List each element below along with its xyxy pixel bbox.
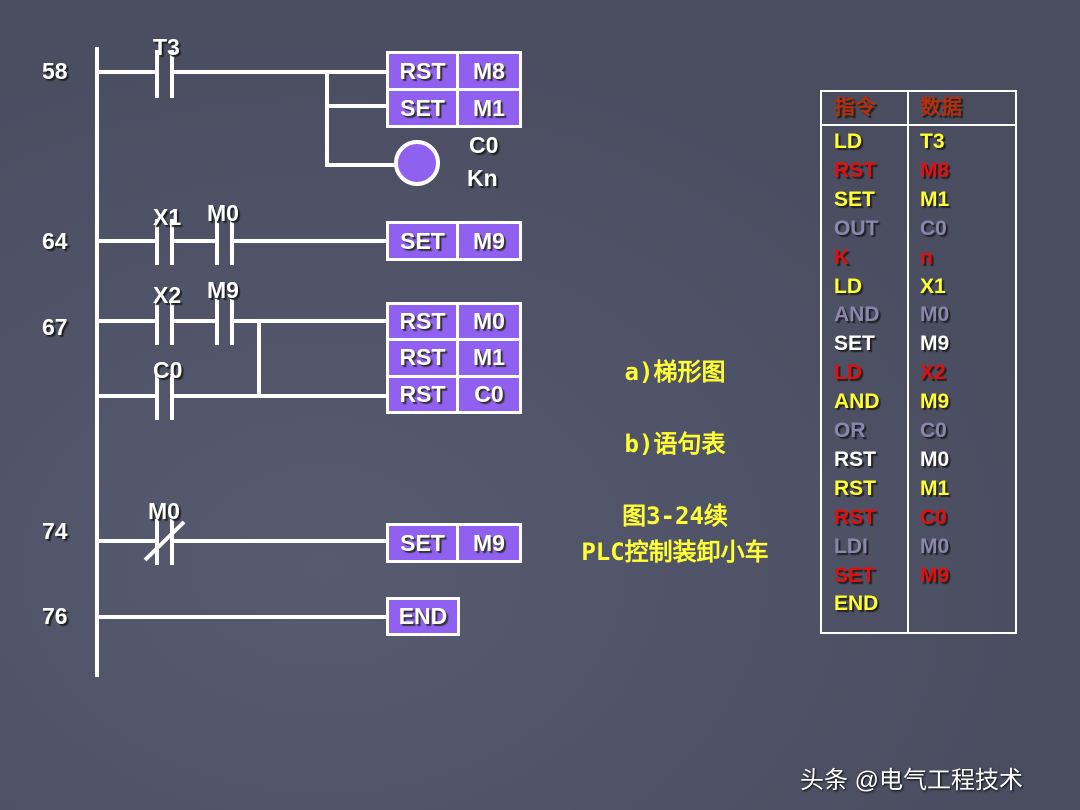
- caption-statement: b)语句表: [624, 430, 726, 458]
- table-instruction: RST: [834, 447, 876, 471]
- table-instruction: SET: [834, 332, 875, 356]
- table-data: M0: [920, 447, 950, 471]
- contact-label: M0: [148, 498, 180, 524]
- table-instruction: LD: [834, 361, 862, 385]
- operand: M9: [459, 224, 519, 258]
- contact-label: X2: [153, 282, 182, 308]
- coil-constant: Kn: [467, 165, 498, 191]
- rung-number: 74: [42, 518, 68, 544]
- table-data: X1: [920, 274, 946, 298]
- contact-label: C0: [153, 357, 183, 383]
- watermark: 头条 @电气工程技术: [800, 767, 1024, 794]
- end-box: END: [386, 597, 460, 636]
- operand: M0: [459, 305, 519, 339]
- counter-coil-c0: [394, 140, 440, 186]
- table-data: M0: [920, 534, 950, 558]
- operand: M1: [459, 341, 519, 375]
- coil-label: C0: [469, 132, 499, 158]
- figure-number: 图3-24续: [622, 502, 728, 530]
- contact-label: X1: [153, 204, 182, 230]
- op: RST: [389, 341, 456, 375]
- table-data: C0: [920, 505, 947, 529]
- table-instruction: RST: [834, 476, 876, 500]
- table-instruction: AND: [834, 303, 880, 327]
- rung-number: 76: [42, 603, 68, 629]
- contact-label: M9: [207, 277, 239, 303]
- op: RST: [389, 305, 456, 339]
- table-data: T3: [920, 130, 945, 153]
- table-instruction: RST: [834, 505, 876, 529]
- table-instruction: OUT: [834, 216, 879, 240]
- table-data: C0: [920, 216, 947, 240]
- figure-title: PLC控制装卸小车: [581, 538, 769, 566]
- operand: M1: [459, 91, 519, 125]
- table-data: M9: [920, 390, 950, 414]
- table-instruction: SET: [834, 563, 875, 587]
- table-instruction: OR: [834, 419, 866, 442]
- table-instruction: AND: [834, 390, 880, 414]
- table-instruction: LD: [834, 274, 862, 298]
- op: SET: [389, 526, 456, 560]
- table-data: M0: [920, 303, 950, 327]
- table-data: M1: [920, 476, 950, 500]
- table-instruction: K: [834, 245, 850, 269]
- contact-label: T3: [153, 34, 180, 60]
- operand: M9: [459, 526, 519, 560]
- op: RST: [389, 377, 456, 411]
- operand: M8: [459, 54, 519, 88]
- op: SET: [389, 224, 456, 258]
- op: RST: [389, 54, 456, 88]
- table-data: X2: [920, 361, 946, 385]
- table-instruction: RST: [834, 158, 876, 182]
- table-instruction: SET: [834, 187, 875, 211]
- rung-number: 58: [42, 58, 68, 84]
- rung-number: 67: [42, 314, 68, 340]
- table-data: n: [920, 245, 933, 269]
- table-data: M1: [920, 187, 950, 211]
- operand: C0: [459, 377, 519, 411]
- table-data: M9: [920, 332, 950, 356]
- op: END: [389, 600, 457, 633]
- header-data: 数据: [920, 96, 962, 119]
- table-data: M9: [920, 563, 950, 587]
- table-instruction: LD: [834, 130, 862, 153]
- table-instruction: END: [834, 592, 879, 616]
- rung-number: 64: [42, 228, 68, 254]
- caption-ladder: a)梯形图: [624, 358, 726, 386]
- header-instruction: 指令: [834, 96, 876, 119]
- op: SET: [389, 91, 456, 125]
- table-data: C0: [920, 419, 947, 442]
- table-instruction: LDI: [834, 534, 868, 558]
- table-data: M8: [920, 158, 950, 182]
- contact-label: M0: [207, 200, 239, 226]
